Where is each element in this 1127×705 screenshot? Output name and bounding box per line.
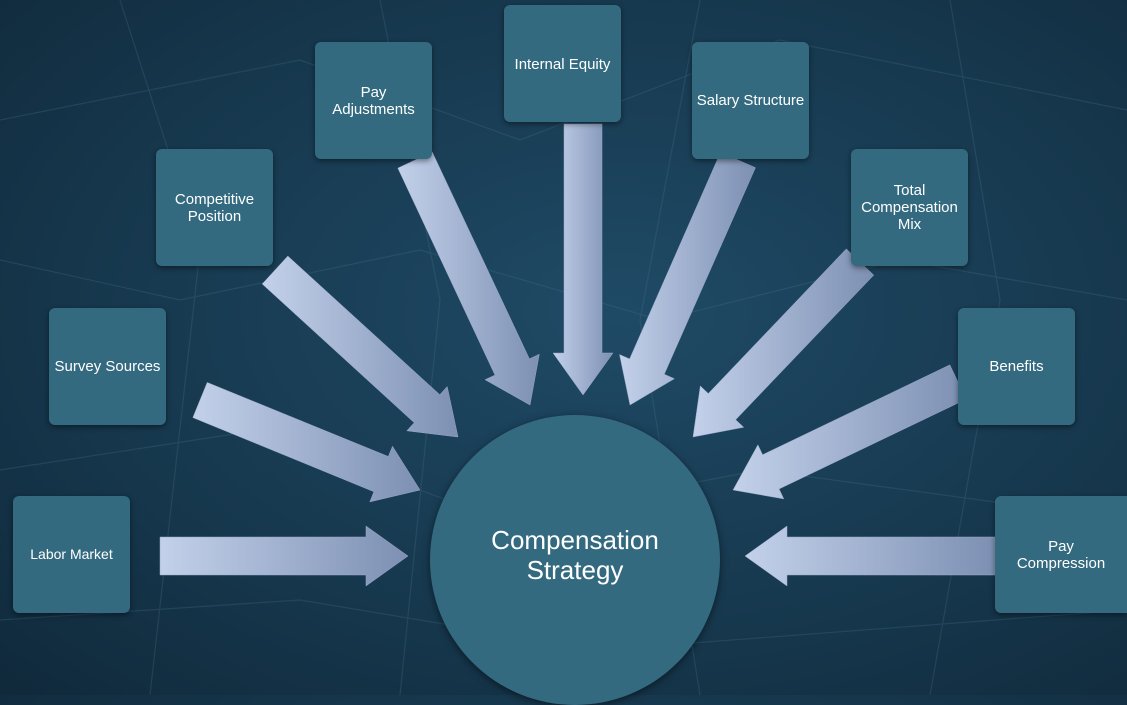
- competitive-position-line1: Competitive: [174, 190, 255, 208]
- survey-sources-label: Survey Sources: [54, 358, 161, 375]
- arrow-salary-structure: [619, 151, 756, 406]
- arrow-total-comp: [692, 248, 875, 438]
- benefits-label: Benefits: [989, 358, 1044, 375]
- arrow-competitive: [261, 255, 459, 438]
- arrow-survey-sources: [192, 382, 421, 503]
- arrow-labor-market: [159, 525, 409, 587]
- competitive-position-line2: Position: [187, 207, 242, 225]
- box-pay-adjustments: Pay Adjustments: [315, 42, 432, 159]
- center-label-line1: Compensation: [491, 525, 659, 555]
- arrow-internal-equity: [552, 123, 614, 396]
- internal-equity-label: Internal Equity: [514, 56, 611, 73]
- box-benefits: Benefits: [958, 308, 1075, 425]
- box-internal-equity: Internal Equity: [504, 5, 621, 122]
- box-total-compensation-mix: Total Compensation Mix: [851, 149, 968, 266]
- pay-adjustments-line2: Adjustments: [332, 100, 415, 118]
- box-labor-market: Labor Market: [13, 496, 130, 613]
- arrow-pay-compression: [744, 525, 996, 587]
- box-pay-compression: Pay Compression: [995, 496, 1127, 613]
- box-competitive-position: Competitive Position: [156, 149, 273, 266]
- box-survey-sources: Survey Sources: [49, 308, 166, 425]
- arrow-benefits: [732, 364, 967, 500]
- center-label-line2: Strategy: [526, 555, 624, 585]
- center-circle: [430, 415, 720, 705]
- total-comp-line2: Compensation: [861, 199, 958, 216]
- center-label: Compensation Strategy: [430, 525, 720, 585]
- pay-compression-line1: Pay: [1048, 537, 1074, 555]
- salary-structure-label: Salary Structure: [696, 92, 805, 109]
- total-comp-line3: Mix: [897, 216, 922, 233]
- arrow-pay-adjustments: [397, 151, 540, 406]
- pay-compression-line2: Compression: [1016, 554, 1106, 572]
- total-comp-line1: Total: [893, 182, 926, 199]
- labor-market-label: Labor Market: [30, 546, 113, 562]
- pay-adjustments-line1: Pay: [360, 83, 387, 101]
- box-salary-structure: Salary Structure: [692, 42, 809, 159]
